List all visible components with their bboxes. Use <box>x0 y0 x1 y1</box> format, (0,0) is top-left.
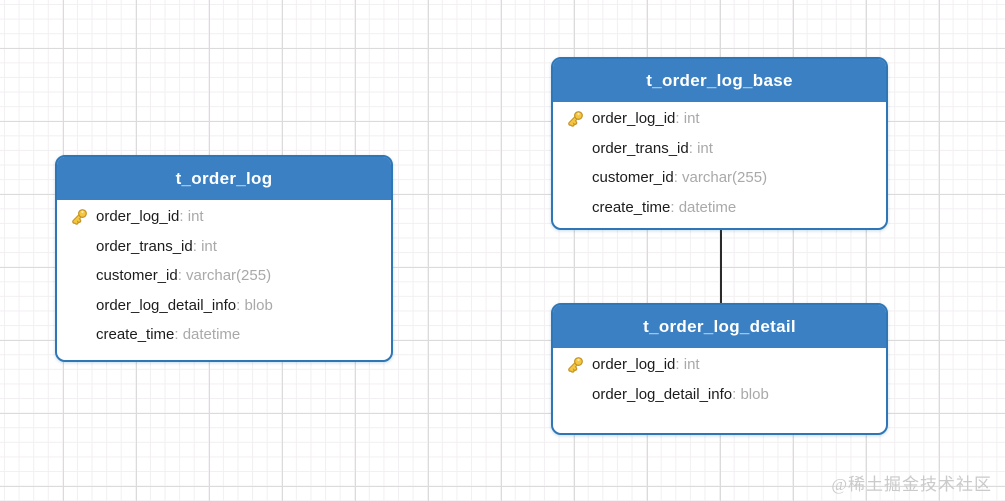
field-name: order_log_id <box>592 356 676 374</box>
field-type: : varchar(255) <box>177 267 272 285</box>
table-row[interactable]: order_log_id: int <box>57 202 391 232</box>
table-row[interactable]: customer_id: varchar(255) <box>553 163 886 193</box>
field-type: : datetime <box>670 198 737 216</box>
field-type: : varchar(255) <box>673 169 768 187</box>
table-row[interactable]: order_log_detail_info: blob <box>57 291 391 321</box>
table-row[interactable]: create_time: datetime <box>553 193 886 223</box>
table-row[interactable]: order_log_id: int <box>553 350 886 380</box>
primary-key-icon <box>67 207 90 227</box>
field-name: order_log_detail_info <box>96 296 237 314</box>
field-type: : int <box>675 356 700 374</box>
watermark: @稀土掘金技术社区 <box>831 475 992 494</box>
field-name: order_trans_id <box>592 139 689 157</box>
field-name: order_trans_id <box>96 237 193 255</box>
field-indent <box>563 138 586 158</box>
field-type: : int <box>179 208 204 226</box>
relation-line <box>720 229 722 305</box>
field-indent <box>563 168 586 188</box>
field-type: : blob <box>732 385 769 403</box>
field-name: customer_id <box>96 267 178 285</box>
field-type: : blob <box>236 296 273 314</box>
table-row[interactable]: customer_id: varchar(255) <box>57 261 391 291</box>
field-name: customer_id <box>592 169 674 187</box>
field-indent <box>67 295 90 315</box>
field-indent <box>67 236 90 256</box>
field-type: : datetime <box>174 326 241 344</box>
table-row[interactable]: order_log_detail_info: blob <box>553 380 886 410</box>
field-name: create_time <box>96 326 175 344</box>
primary-key-icon <box>563 109 586 129</box>
table-row[interactable]: create_time: datetime <box>57 320 391 350</box>
primary-key-icon <box>563 355 586 375</box>
table-row[interactable]: order_trans_id: int <box>553 134 886 164</box>
table-title: t_order_log <box>175 169 273 188</box>
table-row[interactable]: order_trans_id: int <box>57 232 391 262</box>
table-title: t_order_log_detail <box>643 317 796 336</box>
field-type: : int <box>192 237 217 255</box>
table-title: t_order_log_base <box>646 71 793 90</box>
field-indent <box>67 325 90 345</box>
field-name: order_log_detail_info <box>592 385 733 403</box>
table-header[interactable]: t_order_log <box>57 157 391 200</box>
field-type: : int <box>675 110 700 128</box>
field-name: create_time <box>592 198 671 216</box>
table-header[interactable]: t_order_log_base <box>553 59 886 102</box>
table-row[interactable]: order_log_id: int <box>553 104 886 134</box>
field-name: order_log_id <box>96 208 180 226</box>
table-header[interactable]: t_order_log_detail <box>553 305 886 348</box>
field-indent <box>563 197 586 217</box>
field-indent <box>67 266 90 286</box>
field-name: order_log_id <box>592 110 676 128</box>
field-indent <box>563 384 586 404</box>
field-type: : int <box>688 139 713 157</box>
